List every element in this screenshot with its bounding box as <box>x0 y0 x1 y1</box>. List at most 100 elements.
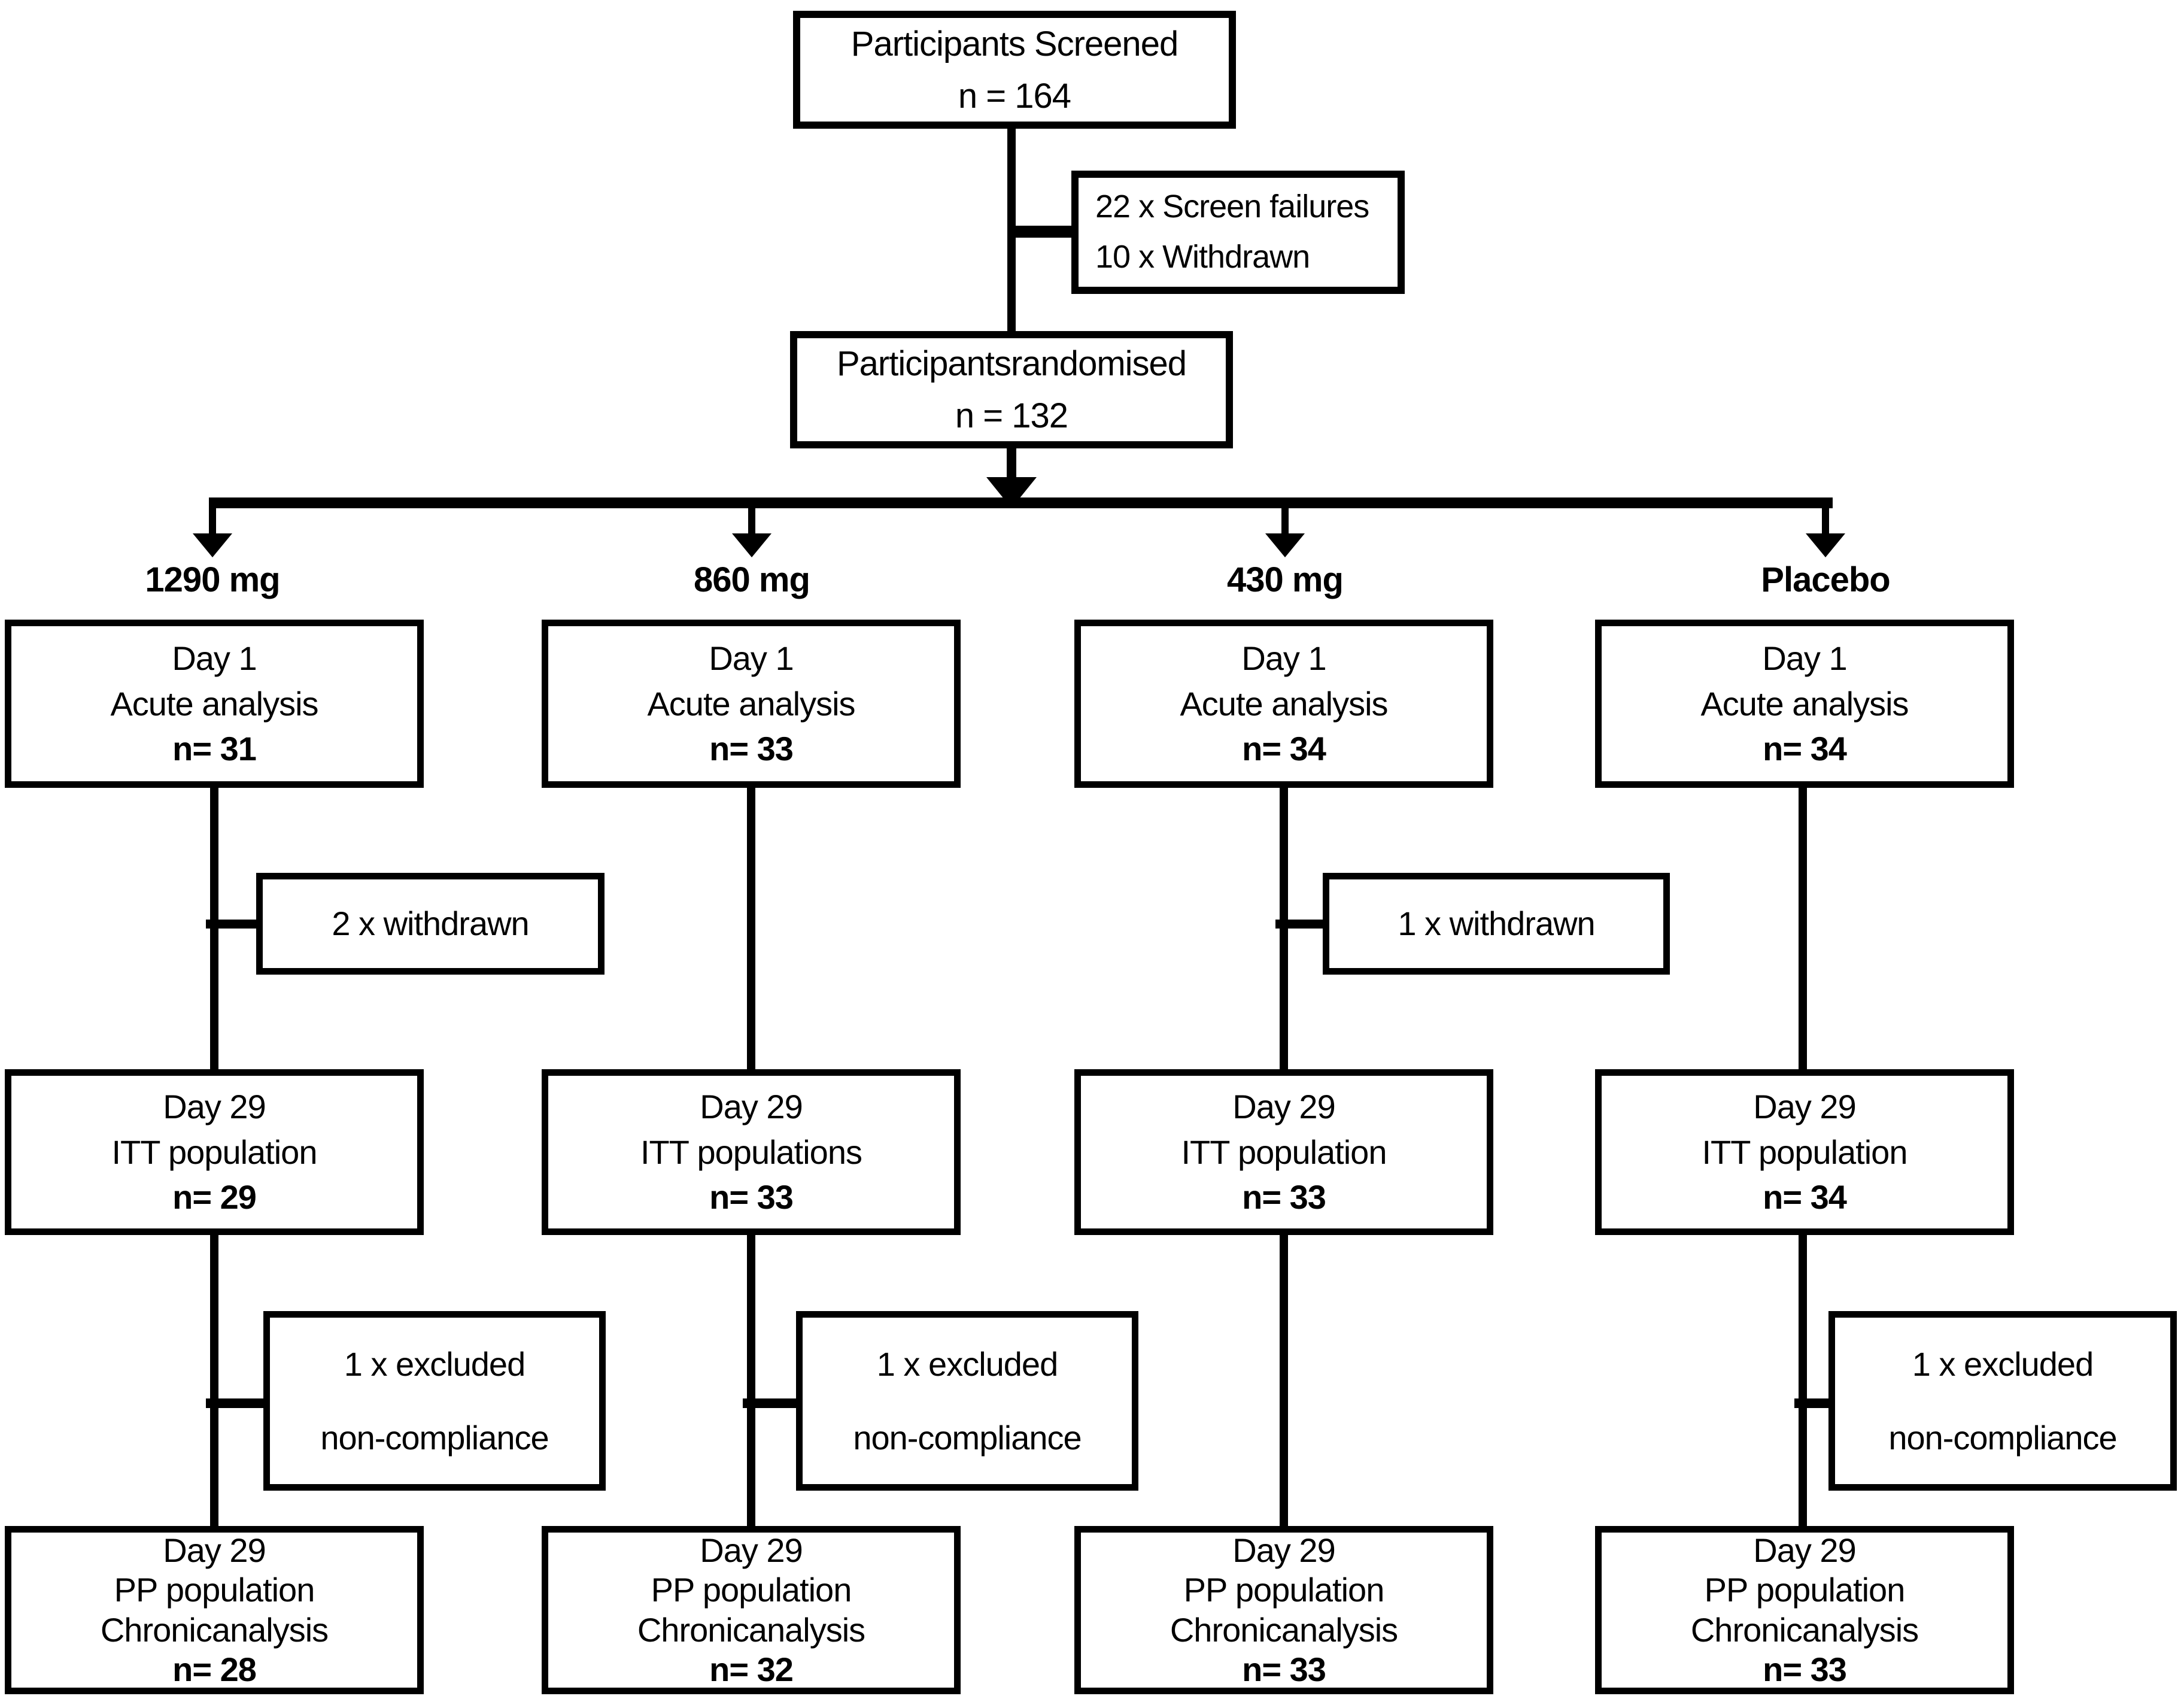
arm-430-day1-line1: Day 1 <box>1241 639 1326 678</box>
arm-860-pp-line2: PP population <box>651 1571 852 1609</box>
arm-860-day1-line1: Day 1 <box>709 639 794 678</box>
arm-placebo-itt-box: Day 29 ITT population n= 34 <box>1595 1069 2014 1235</box>
screen-failures-box: 22 x Screen failures 10 x Withdrawn <box>1071 171 1405 294</box>
arm-placebo-excluded-line1: 1 x excluded <box>1912 1345 2094 1383</box>
arm-1290-day1-line1: Day 1 <box>172 639 257 678</box>
arm-placebo-itt-n: n= 34 <box>1763 1178 1847 1216</box>
arm-1290-arrowhead-icon <box>193 533 232 557</box>
screened-to-randomised-line <box>1007 128 1016 332</box>
arm-430-pp-box: Day 29 PP population Chronicanalysis n= … <box>1074 1526 1493 1694</box>
arm-860-connector-a <box>747 787 755 1070</box>
arm-placebo-excluded-line2: non-compliance <box>1888 1419 2117 1457</box>
screened-title: Participants Screened <box>850 24 1178 63</box>
arm-placebo-pp-line3: Chronicanalysis <box>1690 1610 1919 1649</box>
arm-1290-excluded-line2: non-compliance <box>320 1419 549 1457</box>
arm-860-itt-line2: ITT populations <box>640 1133 862 1171</box>
arm-1290-withdrawn-text: 2 x withdrawn <box>332 905 529 943</box>
arm-placebo-itt-line2: ITT population <box>1702 1133 1908 1171</box>
arm-1290-withdrawn-stub <box>206 920 256 929</box>
arm-430-withdrawn-text: 1 x withdrawn <box>1398 905 1595 943</box>
arm-1290-day1-n: n= 31 <box>172 730 257 768</box>
arm-430-day1-box: Day 1 Acute analysis n= 34 <box>1074 620 1493 788</box>
arm-1290-drop-stem <box>209 508 216 533</box>
arm-430-day1-n: n= 34 <box>1242 730 1326 768</box>
arm-1290-pp-box: Day 29 PP population Chronicanalysis n= … <box>5 1526 424 1694</box>
arm-1290-excluded-stub <box>206 1398 263 1408</box>
arm-1290-excluded-box: 1 x excluded non-compliance <box>263 1311 606 1491</box>
arm-860-itt-n: n= 33 <box>709 1178 794 1216</box>
arm-placebo-drop-stem <box>1822 508 1829 533</box>
arm-860-pp-n: n= 32 <box>709 1650 794 1688</box>
arm-860-pp-line1: Day 29 <box>700 1531 803 1570</box>
screened-n: n = 164 <box>958 76 1071 116</box>
arm-430-pp-line1: Day 29 <box>1232 1531 1335 1570</box>
arm-placebo-pp-n: n= 33 <box>1763 1650 1847 1688</box>
arm-860-day1-n: n= 33 <box>709 730 794 768</box>
arm-1290-label: 1290 mg <box>145 560 280 599</box>
arm-1290-pp-line3: Chronicanalysis <box>100 1610 329 1649</box>
arm-placebo-connector-a <box>1799 787 1807 1070</box>
arm-placebo-arrowhead-icon <box>1806 533 1845 557</box>
allocation-line <box>209 497 1833 508</box>
arm-860-arrowhead-icon <box>732 533 771 557</box>
arm-430-pp-line3: Chronicanalysis <box>1170 1610 1398 1649</box>
arm-860-itt-box: Day 29 ITT populations n= 33 <box>542 1069 961 1235</box>
randomised-arrow-stem <box>1007 447 1016 478</box>
arm-1290-pp-line2: PP population <box>114 1571 315 1609</box>
screen-failures-line1: 22 x Screen failures <box>1095 189 1369 225</box>
arm-430-connector-a <box>1280 787 1288 1070</box>
arm-430-drop-stem <box>1281 508 1289 533</box>
arm-860-connector-b <box>747 1234 755 1526</box>
arm-860-excluded-line1: 1 x excluded <box>876 1345 1058 1383</box>
arm-1290-pp-line1: Day 29 <box>163 1531 266 1570</box>
arm-1290-day1-box: Day 1 Acute analysis n= 31 <box>5 620 424 788</box>
arm-430-itt-line2: ITT population <box>1181 1133 1387 1171</box>
arm-1290-withdrawn-box: 2 x withdrawn <box>256 873 605 975</box>
screen-failures-stub-line <box>1016 226 1073 238</box>
arm-860-itt-line1: Day 29 <box>700 1088 803 1126</box>
randomised-box: Participantsrandomised n = 132 <box>790 331 1233 448</box>
arm-860-day1-line2: Acute analysis <box>647 684 855 723</box>
arm-430-pp-line2: PP population <box>1183 1571 1385 1609</box>
arm-430-itt-box: Day 29 ITT population n= 33 <box>1074 1069 1493 1235</box>
arm-430-withdrawn-box: 1 x withdrawn <box>1323 873 1670 975</box>
arm-860-excluded-stub <box>743 1398 796 1408</box>
arm-860-day1-box: Day 1 Acute analysis n= 33 <box>542 620 961 788</box>
arm-430-label: 430 mg <box>1227 560 1344 599</box>
arm-placebo-connector-b <box>1799 1234 1807 1526</box>
arm-860-excluded-box: 1 x excluded non-compliance <box>796 1311 1138 1491</box>
arm-1290-pp-n: n= 28 <box>172 1650 257 1688</box>
arm-430-arrowhead-icon <box>1265 533 1305 557</box>
arm-1290-itt-box: Day 29 ITT population n= 29 <box>5 1069 424 1235</box>
arm-1290-excluded-line1: 1 x excluded <box>344 1345 526 1383</box>
randomised-n: n = 132 <box>955 396 1068 435</box>
screen-failures-line2: 10 x Withdrawn <box>1095 239 1310 275</box>
arm-430-day1-line2: Acute analysis <box>1180 684 1388 723</box>
arm-1290-connector-a <box>210 787 218 1070</box>
arm-placebo-itt-line1: Day 29 <box>1753 1088 1856 1126</box>
arm-430-pp-n: n= 33 <box>1242 1650 1326 1688</box>
arm-placebo-day1-line1: Day 1 <box>1762 639 1847 678</box>
arm-860-pp-line3: Chronicanalysis <box>637 1610 865 1649</box>
arm-1290-connector-b <box>210 1234 218 1526</box>
arm-430-itt-line1: Day 29 <box>1232 1088 1335 1126</box>
arm-430-itt-n: n= 33 <box>1242 1178 1326 1216</box>
arm-1290-itt-line1: Day 29 <box>163 1088 266 1126</box>
arm-placebo-day1-n: n= 34 <box>1763 730 1847 768</box>
arm-860-excluded-line2: non-compliance <box>853 1419 1082 1457</box>
arm-1290-day1-line2: Acute analysis <box>110 684 318 723</box>
arm-placebo-excluded-box: 1 x excluded non-compliance <box>1828 1311 2177 1491</box>
arm-placebo-day1-line2: Acute analysis <box>1700 684 1909 723</box>
arm-430-withdrawn-stub <box>1275 920 1323 929</box>
arm-1290-itt-n: n= 29 <box>172 1178 257 1216</box>
arm-placebo-pp-line2: PP population <box>1704 1571 1906 1609</box>
arm-860-drop-stem <box>748 508 755 533</box>
arm-860-pp-box: Day 29 PP population Chronicanalysis n= … <box>542 1526 961 1694</box>
arm-placebo-label: Placebo <box>1761 560 1890 599</box>
arm-430-connector-b <box>1280 1234 1288 1526</box>
randomised-title: Participantsrandomised <box>836 344 1187 383</box>
arm-placebo-pp-box: Day 29 PP population Chronicanalysis n= … <box>1595 1526 2014 1694</box>
arm-placebo-day1-box: Day 1 Acute analysis n= 34 <box>1595 620 2014 788</box>
arm-placebo-excluded-stub <box>1794 1398 1828 1408</box>
